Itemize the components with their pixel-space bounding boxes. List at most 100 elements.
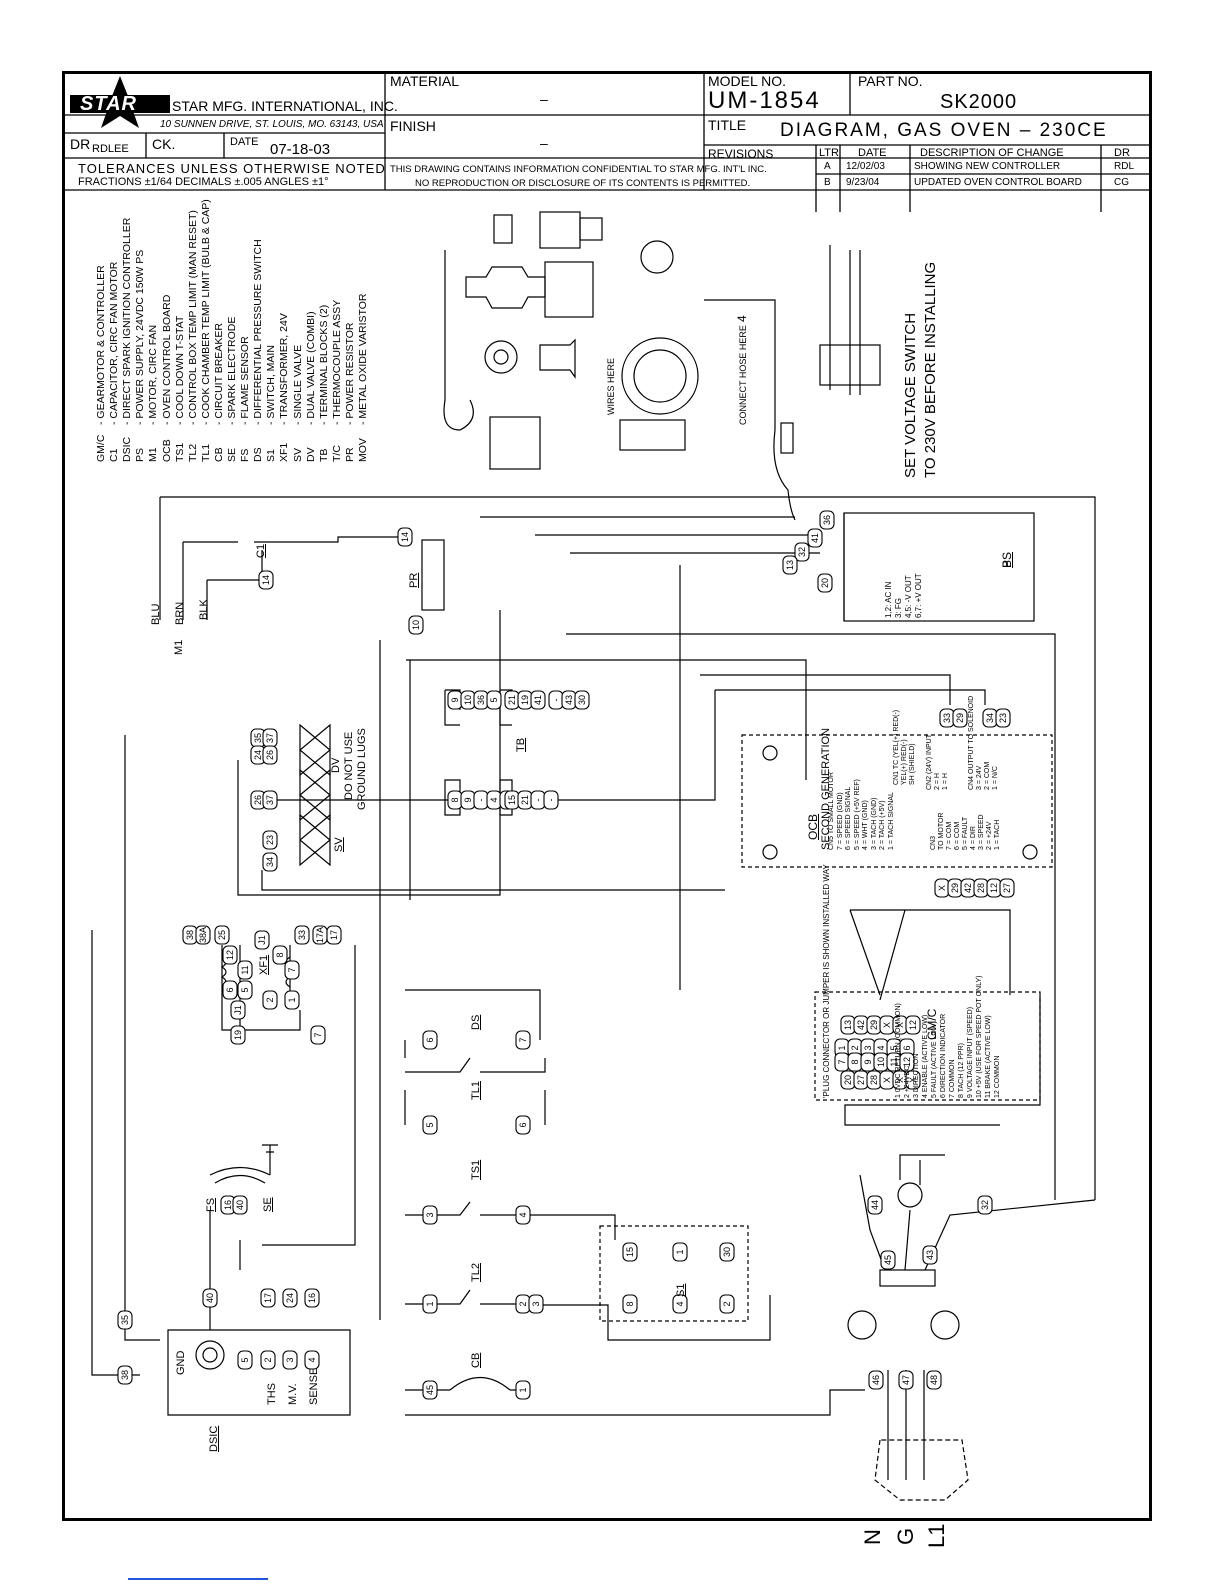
- gmc-bottom-wire-number: 27: [853, 1070, 869, 1090]
- svg-text:45: 45: [425, 1385, 435, 1395]
- wire-number: 47: [898, 1370, 914, 1390]
- terminal-note: 2 +24VDC: [904, 1065, 911, 1099]
- inlet-line-label: L1: [924, 1523, 949, 1548]
- svg-text:9: 9: [450, 697, 460, 702]
- xf1-pin-number: 5: [237, 980, 253, 1000]
- svg-text:38A: 38A: [198, 927, 208, 943]
- svg-text:7: 7: [313, 1032, 323, 1037]
- svg-text:1: 1: [675, 1249, 685, 1254]
- svg-text:43: 43: [925, 1250, 935, 1260]
- svg-text:30: 30: [722, 1247, 732, 1257]
- wire-number: 1: [422, 1294, 438, 1314]
- xf1-pin-number: 12: [222, 945, 238, 965]
- svg-text:4: 4: [518, 1212, 528, 1217]
- svg-text:5: 5: [240, 1357, 250, 1362]
- svg-text:29: 29: [950, 883, 960, 893]
- terminal-note: 3 = 24V: [976, 765, 983, 790]
- terminal-note: 1 = TACH: [994, 819, 1001, 850]
- svg-text:1: 1: [518, 1387, 528, 1392]
- dimension-4: 4: [735, 315, 749, 322]
- ocb-top-wire-number: 23: [995, 708, 1011, 728]
- ocb-bottom-wire-number: X: [934, 878, 950, 898]
- date-value: 07-18-03: [270, 141, 331, 158]
- svg-text:21: 21: [507, 695, 517, 705]
- svg-text:8: 8: [275, 952, 285, 957]
- svg-text:21: 21: [520, 795, 530, 805]
- wire-number: 38: [117, 1365, 133, 1385]
- wire-number: 14: [397, 527, 413, 547]
- ps-label: PS: [1000, 551, 1014, 568]
- wire-number: 40: [202, 1288, 218, 1308]
- xf1-pin-number: 6: [222, 980, 238, 1000]
- svg-text:46: 46: [871, 1375, 881, 1385]
- terminal-note: 2 = COM: [984, 761, 991, 790]
- wire-number: 10: [408, 615, 424, 635]
- main-switch-s1-label: S1: [675, 1283, 687, 1297]
- wire-number: 1: [672, 1242, 688, 1262]
- wire-number: 30: [719, 1242, 735, 1262]
- svg-text:10: 10: [411, 620, 421, 630]
- terminal-note: 2 = H: [934, 773, 941, 790]
- dv-note-line-2: DO NOT USE: [343, 731, 355, 800]
- pressure-switch-ds-label: DS: [470, 1014, 482, 1030]
- rev-a-dr: RDL: [1114, 161, 1135, 172]
- svg-text:41: 41: [810, 533, 820, 543]
- svg-text:24: 24: [285, 1293, 295, 1303]
- svg-text:15: 15: [507, 795, 517, 805]
- svg-text:26: 26: [265, 750, 275, 760]
- terminal-note: 6 DIRECTION INDICATOR: [940, 1013, 947, 1098]
- wire-number: 19: [230, 1025, 246, 1045]
- svg-text:20: 20: [820, 578, 830, 588]
- svg-text:7: 7: [287, 967, 297, 972]
- dsic-gnd-label: GND: [175, 1350, 187, 1375]
- tb-bottom-wire-number: -: [530, 790, 546, 810]
- part-label: PART NO.: [858, 73, 923, 89]
- terminal-note: YEL(+) RED(-): [901, 739, 908, 785]
- tb-bottom-wire-number: 4: [486, 790, 502, 810]
- wire-number: 35: [117, 1310, 133, 1330]
- svg-text:12: 12: [908, 1020, 918, 1030]
- ocb-top-wire-number: 33: [939, 708, 955, 728]
- wire-number: 6: [515, 1115, 531, 1135]
- svg-text:16: 16: [307, 1293, 317, 1303]
- svg-text:26: 26: [253, 795, 263, 805]
- ocb-bottom-wire-number: 27: [999, 878, 1015, 898]
- wire-number: 2: [719, 1294, 735, 1314]
- temp-limit-tl2-label: TL2: [470, 1263, 482, 1282]
- svg-text:28: 28: [869, 1075, 879, 1085]
- rev-b-ltr: B: [824, 177, 831, 188]
- svg-text:12: 12: [225, 950, 235, 960]
- svg-text:1: 1: [287, 997, 297, 1002]
- rev-a-date: 12/02/03: [846, 161, 885, 172]
- company-name: STAR MFG. INTERNATIONAL, INC.: [172, 98, 398, 114]
- motor-m1-label: M1: [173, 639, 185, 655]
- wire-number: 48: [926, 1370, 942, 1390]
- wire-color-blk: BLK: [198, 599, 210, 620]
- svg-text:8: 8: [625, 1301, 635, 1306]
- gmc-bottom-wire-number: X: [879, 1070, 895, 1090]
- flame-sensor-fs-label: FS: [205, 1197, 217, 1212]
- bottom-link-underline[interactable]: [128, 1578, 268, 1580]
- svg-text:14: 14: [261, 575, 271, 585]
- wire-number: 3: [422, 1205, 438, 1225]
- terminal-note: 3 = TACH (GND): [870, 797, 878, 850]
- xf1-pin-number: J1: [254, 930, 270, 950]
- svg-text:12: 12: [989, 883, 999, 893]
- svg-text:2: 2: [518, 1301, 528, 1306]
- rev-header-date: DATE: [858, 147, 887, 159]
- terminal-note: CN4 OUTPUT TO SOLENOID: [968, 695, 975, 790]
- circuit-breaker-cb-label: CB: [470, 1352, 482, 1368]
- svg-text:2: 2: [265, 997, 275, 1002]
- ocb-bottom-wire-number: 42: [960, 878, 976, 898]
- svg-text:19: 19: [520, 695, 530, 705]
- wire-number: 7: [310, 1025, 326, 1045]
- terminal-note: 2 = +24V: [986, 821, 993, 850]
- svg-text:J1: J1: [233, 1005, 243, 1015]
- ocb-bottom-wire-number: 29: [947, 878, 963, 898]
- wire-number: 45: [422, 1380, 438, 1400]
- xf1-pin-number: 8: [272, 945, 288, 965]
- tb-top-wire-number: 21: [504, 690, 520, 710]
- svg-text:17A: 17A: [315, 927, 325, 943]
- svg-text:-: -: [533, 799, 543, 802]
- svg-text:36: 36: [476, 695, 486, 705]
